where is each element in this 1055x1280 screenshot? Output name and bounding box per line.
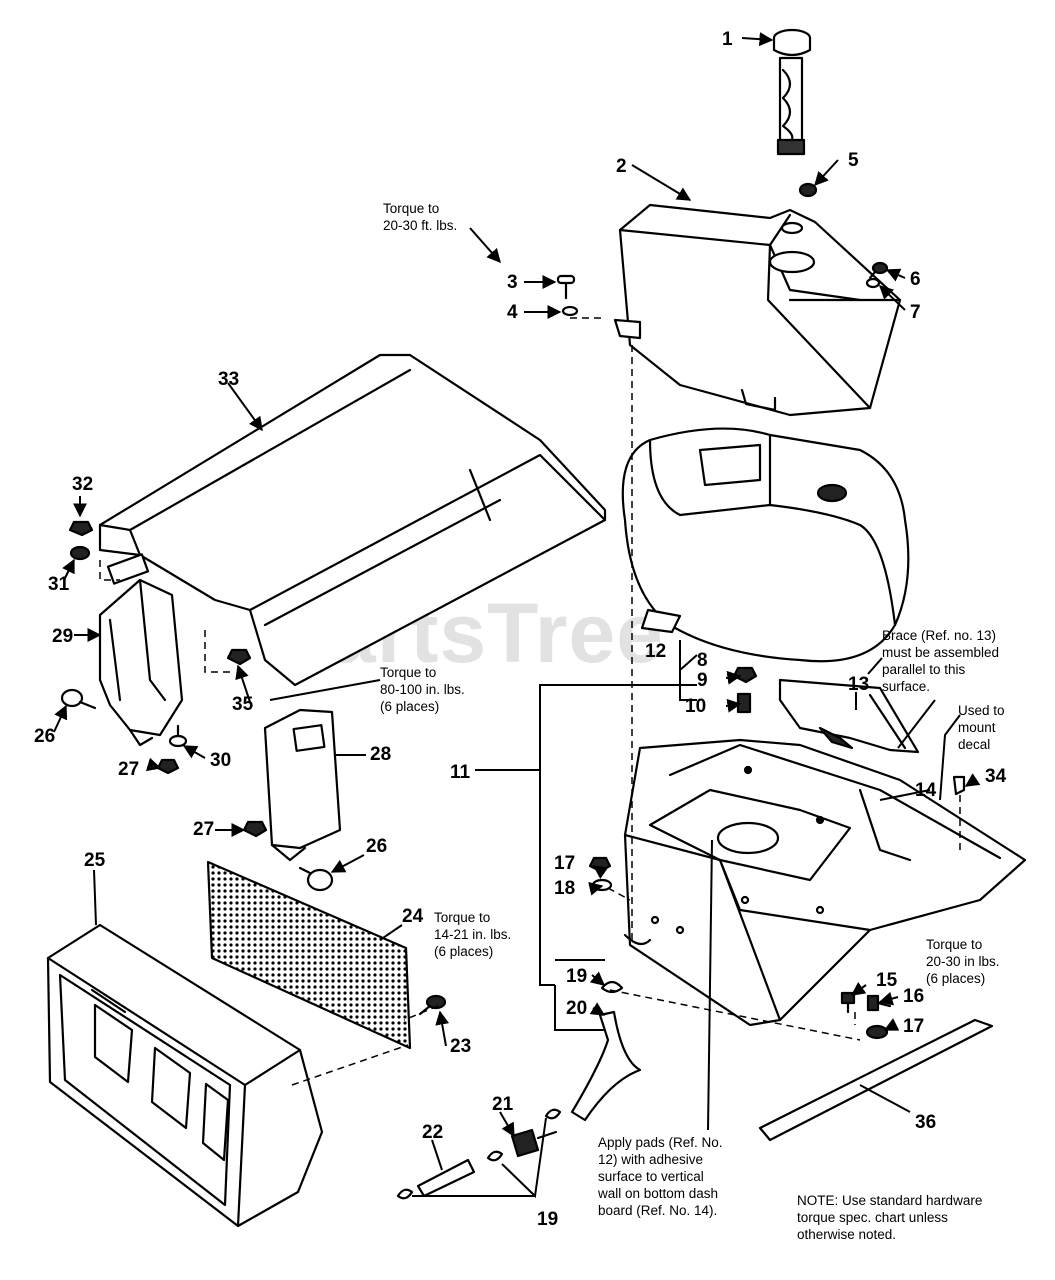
callout-2: 2 — [616, 156, 627, 177]
part-35-nut — [226, 648, 252, 666]
callout-31: 31 — [48, 574, 70, 595]
callout-17-lower: 17 — [903, 1016, 924, 1037]
callout-9: 9 — [697, 670, 708, 691]
callout-4: 4 — [507, 302, 518, 323]
callout-17-upper: 17 — [554, 853, 575, 874]
part-27-nut-right — [242, 820, 268, 838]
callout-19-lower: 19 — [537, 1209, 558, 1230]
callout-21: 21 — [492, 1094, 514, 1115]
callout-22: 22 — [422, 1122, 443, 1143]
part-19-hose-clamp-lower-1 — [396, 1188, 414, 1200]
part-19-hose-clamp-lower-3 — [544, 1108, 562, 1120]
callout-11: 11 — [450, 762, 471, 783]
decal-mount-note: Used to mount decal — [958, 703, 1005, 752]
part-19-hose-clamp-lower-2 — [486, 1150, 504, 1162]
callout-6: 6 — [910, 269, 921, 290]
part-5-grommet — [798, 182, 818, 198]
part-21-fuel-valve — [510, 1128, 558, 1158]
callout-3: 3 — [507, 272, 518, 293]
torque-note-part-23: Torque to 14-21 in. lbs. (6 places) — [434, 910, 512, 959]
callout-27-left: 27 — [118, 759, 139, 780]
callout-26-right: 26 — [366, 836, 387, 857]
part-24-perforated-screen — [206, 860, 412, 1050]
callout-20: 20 — [566, 998, 587, 1019]
leader-lines — [53, 32, 981, 1199]
callout-25: 25 — [84, 850, 106, 871]
callout-19-upper: 19 — [566, 966, 587, 987]
callout-15: 15 — [876, 970, 898, 991]
callout-30: 30 — [210, 750, 231, 771]
callout-29: 29 — [52, 626, 73, 647]
callout-18: 18 — [554, 878, 575, 899]
callout-13: 13 — [848, 674, 869, 695]
torque-note-part-35: Torque to 80-100 in. lbs. (6 places) — [380, 665, 465, 714]
part-3-bolt — [556, 274, 576, 300]
part-33-dash-cover — [98, 353, 607, 687]
torque-note-part-3: Torque to 20-30 ft. lbs. — [383, 201, 458, 233]
callout-28: 28 — [370, 744, 391, 765]
part-30-screw — [168, 724, 188, 748]
part-2-tank-cover — [613, 203, 902, 417]
callout-24: 24 — [402, 906, 424, 927]
callout-32: 32 — [72, 474, 93, 495]
part-6-screw — [868, 261, 889, 280]
callout-35: 35 — [232, 694, 254, 715]
callout-33: 33 — [218, 369, 239, 390]
callout-26-left: 26 — [34, 726, 55, 747]
callout-14: 14 — [915, 780, 937, 801]
part-16-bolt — [866, 994, 892, 1012]
alignment-lines — [99, 317, 961, 1086]
part-7-washer — [865, 277, 881, 289]
fuel-tank — [621, 427, 910, 663]
part-9-nut — [732, 666, 758, 684]
part-36-trim-strip — [758, 1018, 994, 1142]
part-25-grille-frame — [46, 923, 324, 1228]
part-14-dash-board — [623, 738, 1027, 1027]
part-10-bushing — [736, 692, 752, 714]
part-28-right-bracket — [263, 708, 342, 862]
part-12-pad — [640, 608, 682, 634]
part-27-nut-left — [156, 758, 180, 775]
callout-numbers: 1 2 3 4 5 6 7 8 9 10 11 12 13 14 15 16 1… — [34, 29, 1007, 1230]
callout-8: 8 — [697, 650, 708, 671]
part-1-fuel-gauge — [772, 28, 812, 156]
torque-note-part-16: Torque to 20-30 in lbs. (6 places) — [926, 937, 1000, 986]
part-34-push-rivet — [952, 775, 966, 796]
callout-36: 36 — [915, 1112, 936, 1133]
part-13-brace — [778, 678, 920, 754]
part-17-washer-lower — [865, 1024, 889, 1040]
part-20-fuel-hose — [570, 1010, 642, 1122]
part-29-left-bracket — [98, 578, 184, 747]
apply-pads-note: Apply pads (Ref. No. 12) with adhesive s… — [598, 1135, 723, 1218]
hardware-torque-footnote: NOTE: Use standard hardware torque spec.… — [797, 1193, 983, 1242]
part-32-nut — [68, 520, 94, 537]
part-26-shoulder-bolt-left — [60, 688, 97, 710]
callout-7: 7 — [910, 302, 921, 323]
brace-assembly-note: Brace (Ref. no. 13) must be assembled pa… — [882, 628, 1000, 694]
callout-16: 16 — [903, 986, 924, 1007]
callout-1: 1 — [722, 29, 733, 50]
part-4-washer — [561, 305, 579, 317]
callout-12: 12 — [645, 641, 666, 662]
callout-10: 10 — [685, 696, 706, 717]
part-26-shoulder-bolt-right — [298, 866, 334, 892]
callout-23: 23 — [450, 1036, 471, 1057]
part-19-hose-clamp-upper — [600, 980, 624, 994]
callout-27-right: 27 — [193, 819, 214, 840]
part-31-washer — [69, 545, 91, 561]
part-22-fuel-hose — [416, 1158, 476, 1198]
callout-5: 5 — [848, 150, 859, 171]
part-15-screw — [840, 991, 856, 1014]
callout-34: 34 — [985, 766, 1007, 787]
